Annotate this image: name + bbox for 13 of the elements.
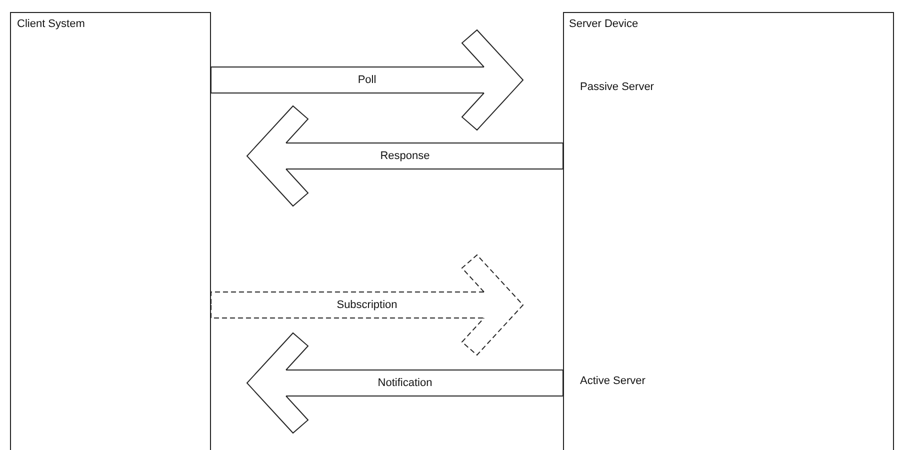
edge-label: Poll	[356, 74, 378, 86]
system-box	[10, 12, 211, 450]
role-label: Active Server	[580, 375, 646, 387]
block-arrow	[210, 30, 524, 130]
block-arrow	[246, 332, 564, 434]
system-box	[563, 12, 894, 450]
edge-label: Response	[378, 150, 432, 162]
edge-label: Notification	[376, 377, 434, 389]
box-title: Client System	[17, 18, 85, 30]
block-arrow	[246, 106, 564, 206]
role-label: Passive Server	[580, 81, 654, 93]
box-title: Server Device	[569, 18, 638, 30]
edge-label: Subscription	[334, 299, 400, 311]
